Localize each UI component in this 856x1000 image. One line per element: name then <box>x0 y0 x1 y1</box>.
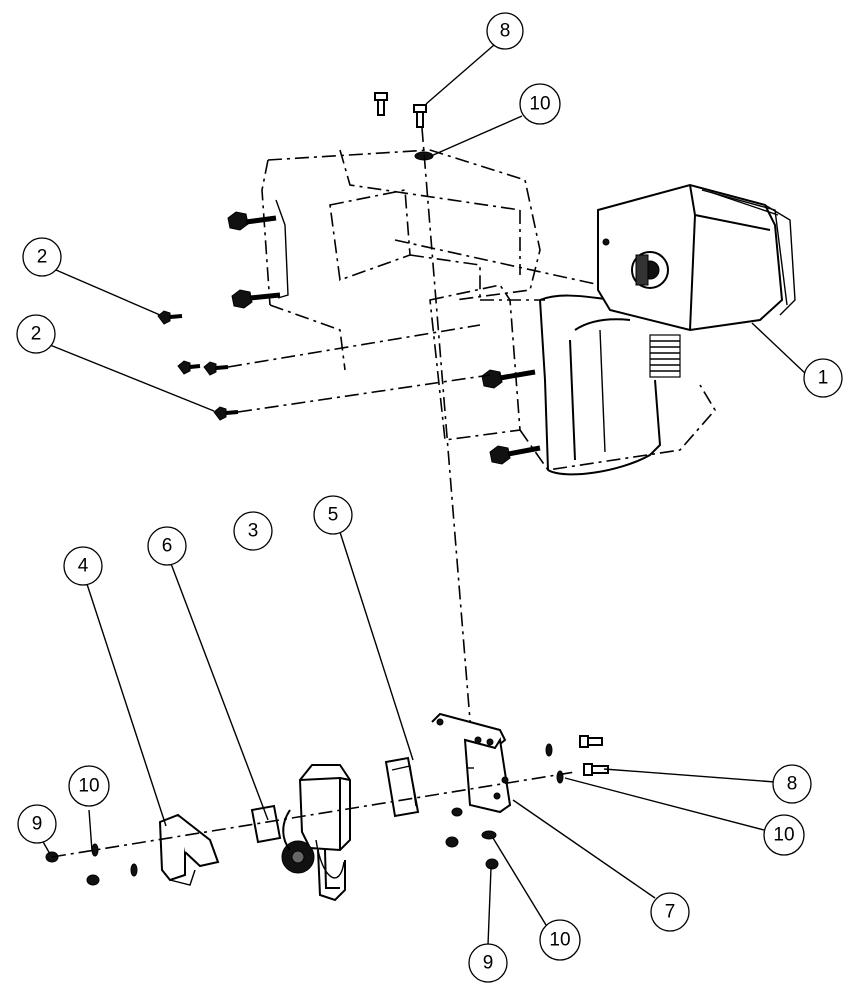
nut-left-lower <box>86 874 100 886</box>
callout-label: 4 <box>78 556 89 577</box>
screw-left <box>177 360 201 375</box>
gasket-small <box>250 804 282 844</box>
callout-label: 7 <box>665 902 676 923</box>
callout-7: 7 <box>650 892 690 932</box>
callout-4: 4 <box>63 546 103 586</box>
callout-10-top: 10 <box>519 83 561 125</box>
callout-10-bottom: 10 <box>539 919 581 961</box>
callout-label: 8 <box>500 21 511 42</box>
duct-housing-assembly <box>227 149 716 476</box>
callout-label: 5 <box>328 505 339 526</box>
callout-label: 2 <box>37 247 48 268</box>
callout-9-bottom: 9 <box>468 943 508 983</box>
washer-stack <box>481 830 497 840</box>
callout-label: 10 <box>529 94 550 115</box>
callout-1: 1 <box>803 358 843 398</box>
small-bracket <box>158 813 220 886</box>
housing-bolt <box>489 445 541 465</box>
callout-6: 6 <box>147 526 187 566</box>
lock-washer-right <box>545 743 553 757</box>
mounting-bracket <box>431 712 512 814</box>
lock-washer-left-lower <box>130 863 138 877</box>
motor-housing <box>597 183 796 332</box>
screw-left <box>213 406 239 421</box>
cap-screw-top <box>413 104 427 128</box>
callout-label: 6 <box>162 536 173 557</box>
housing-bolt <box>227 211 277 231</box>
callout-label: 1 <box>818 368 829 389</box>
screw-left <box>203 361 229 376</box>
callout-5: 5 <box>313 495 353 535</box>
gasket-large <box>384 756 420 818</box>
callout-label: 10 <box>549 930 570 951</box>
lock-washer-left <box>91 843 99 857</box>
callout-label: 10 <box>78 776 99 797</box>
cap-screw-top <box>374 92 388 116</box>
callout-10-left: 10 <box>68 765 110 807</box>
callout-2-upper: 2 <box>22 237 62 277</box>
housing-bolt <box>231 289 281 309</box>
callout-label: 3 <box>248 521 259 542</box>
callout-8-top: 8 <box>486 12 524 50</box>
housing-bolt <box>481 369 536 389</box>
vent-grille <box>649 334 681 378</box>
callout-9-left: 9 <box>17 804 57 844</box>
callout-label: 9 <box>32 814 43 835</box>
callout-3: 3 <box>233 511 273 551</box>
washer-mid <box>451 807 463 817</box>
callout-label: 10 <box>773 825 794 846</box>
cap-screw-right <box>579 735 603 748</box>
callout-10-right: 10 <box>763 814 805 856</box>
callout-label: 9 <box>483 953 494 974</box>
lock-washer-right-lower <box>556 770 564 784</box>
leader-lines <box>41 44 808 946</box>
nut-mid <box>445 836 459 848</box>
callout-label: 2 <box>31 324 42 345</box>
callout-label: 8 <box>787 774 798 795</box>
callout-8-right: 8 <box>772 764 812 804</box>
sensor-switch <box>281 764 351 902</box>
nut-bottom <box>485 858 499 870</box>
callout-2-lower: 2 <box>16 314 56 354</box>
screw-left <box>157 310 183 325</box>
